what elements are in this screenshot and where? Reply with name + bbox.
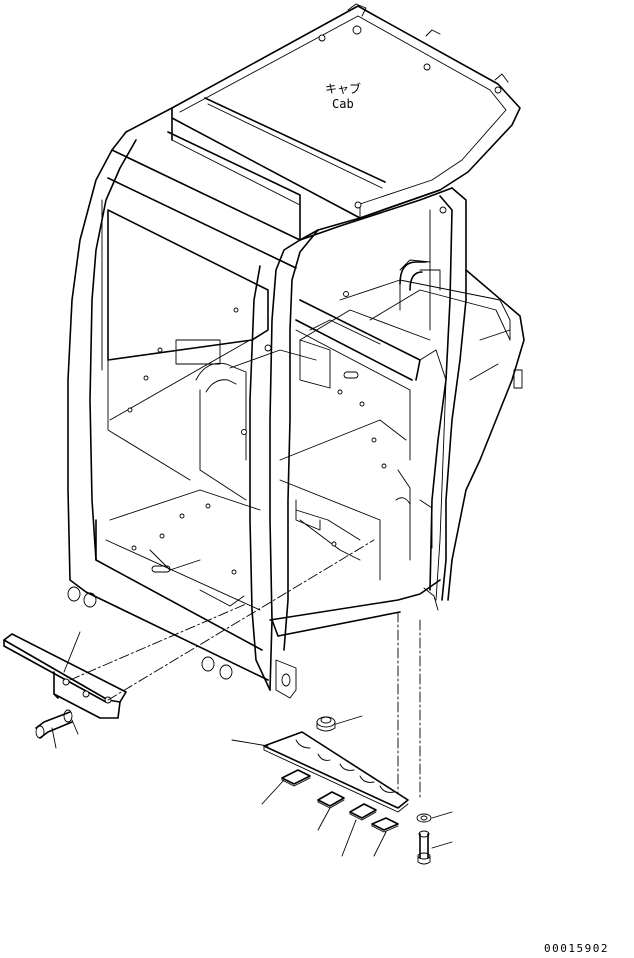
assembly-leaders xyxy=(69,539,421,801)
bolt-left xyxy=(35,709,79,749)
cab-interior xyxy=(105,259,511,611)
grommet-part xyxy=(316,715,363,732)
cab-mount-feet xyxy=(67,586,439,699)
shim-parts xyxy=(261,769,399,857)
bottom-plate-part xyxy=(231,731,409,813)
drawing-number: 00015902 xyxy=(544,942,609,955)
cab-label-english: Cab xyxy=(332,97,354,111)
cab-roof xyxy=(171,3,521,219)
cab-right-side xyxy=(395,269,525,601)
cab-label-japanese: キャブ xyxy=(325,81,361,96)
cab-frame xyxy=(67,107,467,691)
bolt-right xyxy=(416,811,453,865)
bracket-plate-part xyxy=(3,631,127,719)
